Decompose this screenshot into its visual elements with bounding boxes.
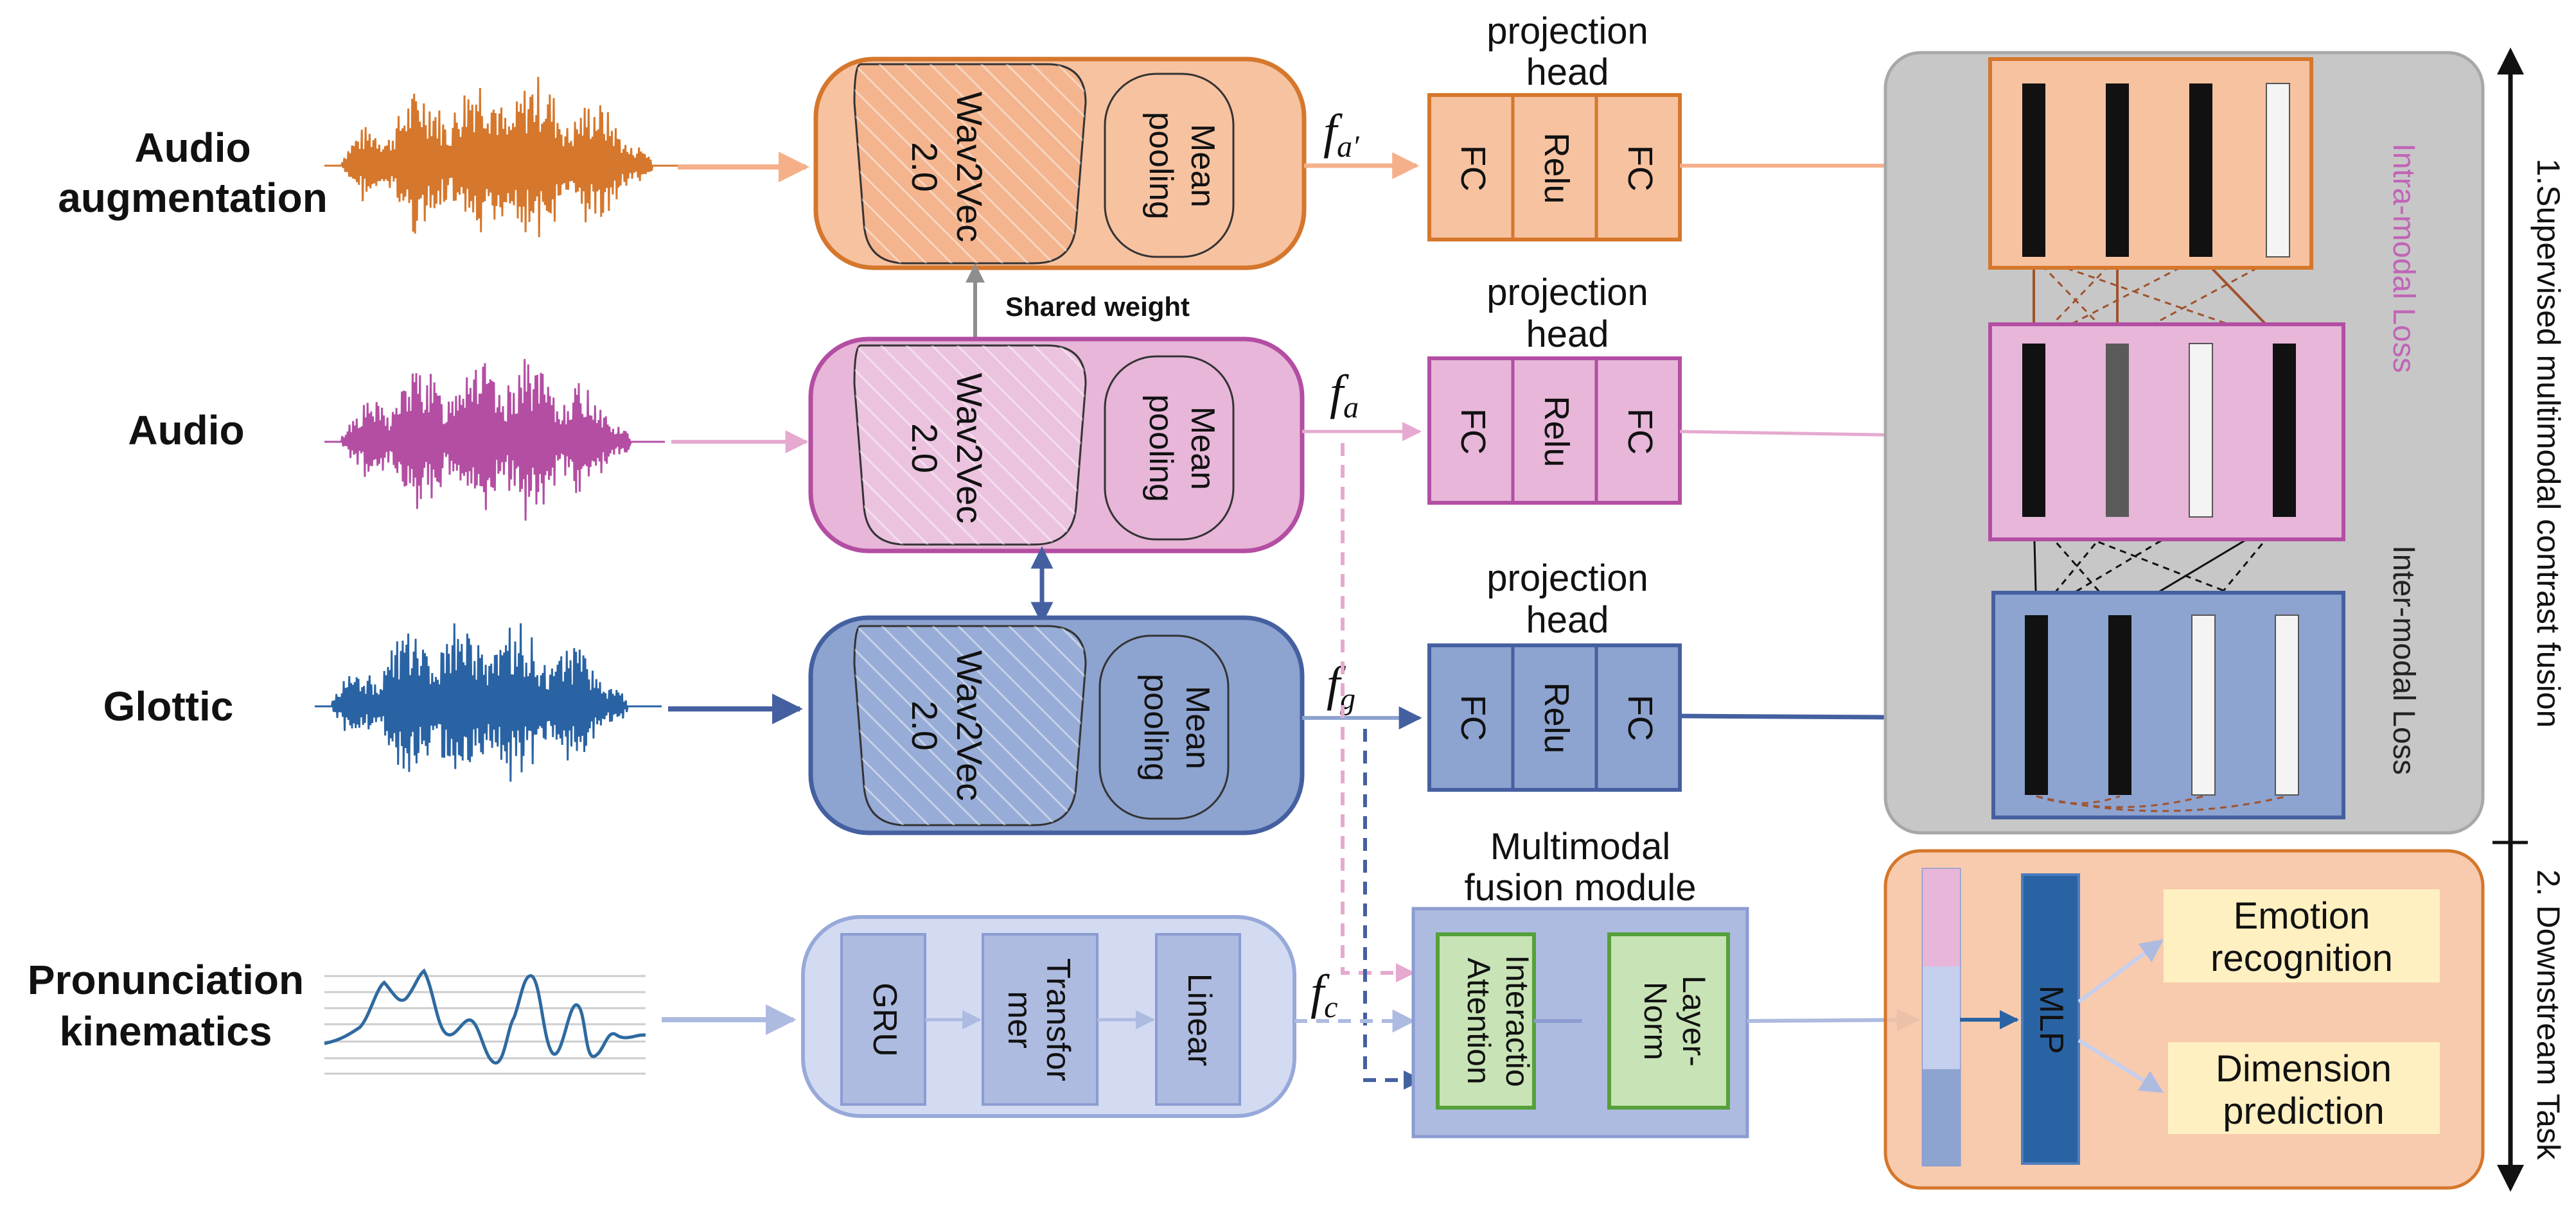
stage2-label: 2. Downstream Task [2530, 869, 2566, 1160]
dimension-prediction-box [2168, 1042, 2440, 1134]
label-pronunciation: Pronunciation [28, 957, 304, 1003]
mean-pooling-label-2: pooling [1142, 394, 1179, 502]
linear-label: Linear [1181, 973, 1218, 1067]
fc-layer-label: FC [1454, 408, 1492, 455]
dashed-fa-to-fusion [1341, 443, 1415, 982]
inter-modal-loss-label: Inter-modal Loss [2386, 545, 2421, 775]
projection-title-2: head [1526, 599, 1609, 641]
emotion-recognition-label-2: recognition [2210, 938, 2393, 979]
feature-fa-prime-sub: a′ [1337, 130, 1360, 164]
emotion-recognition-label: Emotion [2234, 895, 2370, 937]
label-glottic: Glottic [103, 683, 234, 729]
dimension-prediction-label-2: prediction [2223, 1090, 2384, 1132]
feature-fc-sub: c [1324, 990, 1337, 1024]
mean-pooling-label: Mean [1179, 686, 1216, 769]
projection-title: projection [1486, 10, 1648, 52]
projection-head-augmentation: projection head FC Relu FC [1427, 10, 1682, 241]
projection-title-2: head [1526, 51, 1609, 93]
label-kinematics: kinematics [60, 1008, 272, 1054]
projection-title: projection [1486, 557, 1648, 599]
fc-layer-label: FC [1621, 408, 1659, 455]
projection-title: projection [1486, 272, 1648, 313]
projection-head-audio: projection head FC Relu FC [1427, 272, 1682, 505]
interaction-attention-block [1436, 932, 1536, 1110]
transformer-block [982, 933, 1098, 1106]
feature-fa-sub: a [1343, 390, 1359, 424]
layernorm-block [1607, 932, 1730, 1110]
dashed-fg-to-fusion [1363, 729, 1423, 1090]
fc-layer-label: FC [1454, 695, 1492, 741]
transformer-label-2: mer [1001, 991, 1038, 1049]
layernorm-label: Layer- [1676, 975, 1712, 1067]
shared-weight-label: Shared weight [1005, 292, 1190, 322]
mean-pooling-block [1104, 355, 1235, 541]
mean-pooling-block [1104, 73, 1235, 258]
mean-pooling-block [1098, 634, 1230, 820]
mean-pooling-label: Mean [1184, 406, 1221, 490]
contrastive-fusion-panel: Intra-modal Loss Inter-modal Loss [1883, 51, 2485, 835]
gru-label: GRU [866, 982, 903, 1057]
label-audio: Audio [128, 407, 244, 453]
linear-block [1155, 933, 1241, 1106]
fusion-title: Multimodal [1490, 826, 1670, 868]
intra-modal-loss-label: Intra-modal Loss [2386, 143, 2421, 373]
dimension-prediction-label: Dimension [2216, 1048, 2392, 1090]
fc-layer-label: FC [1621, 145, 1659, 191]
encoder-glottic: Wav2Vec 2.0 Mean pooling [808, 615, 1305, 835]
wav2vec-label: Wav2Vec [949, 92, 990, 242]
wav2vec-version: 2.0 [904, 701, 945, 751]
encoder-audio-augmentation: Wav2Vec 2.0 Mean pooling [813, 57, 1307, 270]
mlp-label: MLP [2033, 986, 2070, 1054]
mean-pooling-label-2: pooling [1137, 674, 1174, 781]
emotion-recognition-box [2164, 889, 2440, 982]
stage1-label: 1.Supervised multimodal contrast fusion [2530, 159, 2566, 728]
fusion-title-2: fusion module [1464, 867, 1696, 909]
svg-text:fc: fc [1310, 965, 1337, 1024]
wav2vec-version: 2.0 [904, 142, 945, 192]
label-audio-augmentation-2: augmentation [58, 175, 328, 221]
wav2vec-label: Wav2Vec [949, 650, 990, 801]
projection-title-2: head [1526, 313, 1609, 355]
multimodal-fusion-module: Multimodal fusion module Interactio Atte… [1411, 826, 1749, 1139]
interaction-attention-label: Interactio [1499, 955, 1535, 1087]
audio-waveform [324, 359, 665, 521]
fc-layer-label: FC [1621, 695, 1659, 741]
wav2vec-label: Wav2Vec [949, 373, 990, 523]
kinematics-signal [324, 968, 646, 1075]
gru-block [840, 933, 926, 1106]
interaction-attention-label-2: Attention [1461, 957, 1497, 1084]
mean-pooling-label: Mean [1184, 124, 1221, 207]
encoder-kinematics: GRU Transfor mer Linear [801, 915, 1296, 1118]
glottic-waveform [315, 623, 662, 782]
relu-layer-label: Relu [1537, 132, 1576, 204]
downstream-task-panel: MLP Emotion recognition Dimension predic… [1883, 849, 2485, 1190]
label-audio-augmentation-1: Audio [134, 125, 251, 171]
fc-layer-label: FC [1454, 145, 1492, 191]
projection-head-glottic: projection head FC Relu FC [1427, 557, 1682, 792]
wav2vec-version: 2.0 [904, 423, 945, 473]
relu-layer-label: Relu [1537, 682, 1576, 753]
layernorm-label-2: Norm [1637, 982, 1673, 1060]
mean-pooling-label-2: pooling [1142, 112, 1179, 220]
transformer-label: Transfor [1039, 958, 1077, 1081]
svg-text:fa′: fa′ [1323, 105, 1360, 164]
mlp-block [2021, 873, 2080, 1165]
svg-text:fa: fa [1330, 365, 1359, 424]
audio-augmentation-waveform [324, 76, 687, 238]
encoder-audio: Wav2Vec 2.0 Mean pooling [808, 336, 1305, 554]
relu-layer-label: Relu [1537, 396, 1576, 467]
